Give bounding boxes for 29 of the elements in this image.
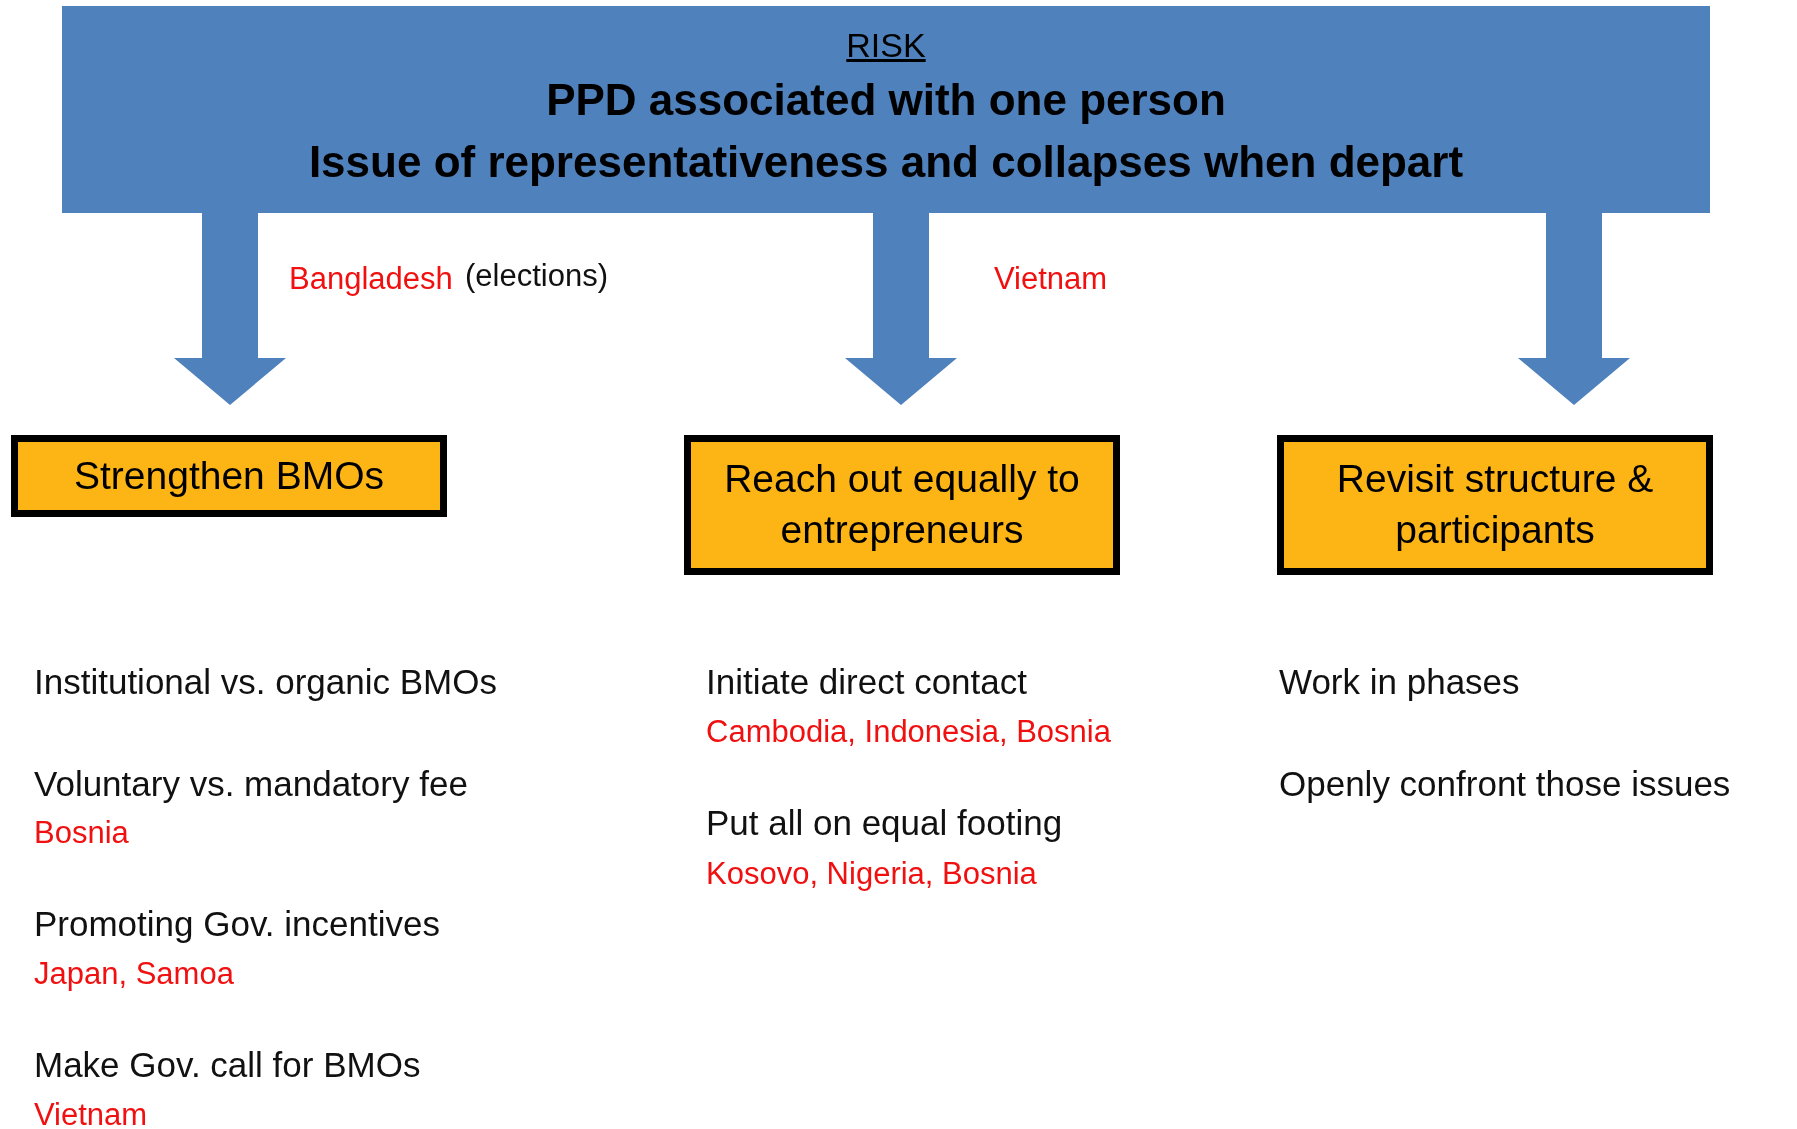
block-arrow <box>174 213 286 405</box>
block-arrow <box>1518 213 1630 405</box>
country-example: Japan, Samoa <box>34 956 234 992</box>
country-example: Bangladesh <box>289 261 453 297</box>
strategy-label: Reach out equally to entrepreneurs <box>723 456 1081 553</box>
action-item: Initiate direct contact <box>706 662 1027 702</box>
strategy-label: Strengthen BMOs <box>74 452 384 499</box>
note-text: (elections) <box>465 258 608 294</box>
country-example: Vietnam <box>34 1097 148 1129</box>
risk-statement: PPD associated with one person <box>546 74 1226 127</box>
action-item: Voluntary vs. mandatory fee <box>34 764 468 804</box>
country-example: Bosnia <box>34 815 129 851</box>
strategy-box <box>1277 435 1713 575</box>
action-item: Work in phases <box>1279 662 1520 702</box>
risk-statement: Issue of representativeness and collapses when depart <box>308 136 1464 188</box>
action-item: Institutional vs. organic BMOs <box>34 662 497 702</box>
country-example: Vietnam <box>994 261 1108 297</box>
action-item: Put all on equal footing <box>706 803 1063 843</box>
action-item: Openly confront those issues <box>1279 764 1731 804</box>
strategy-label: Revisit structure & participants <box>1335 456 1655 553</box>
block-arrow <box>845 213 957 405</box>
action-item: Promoting Gov. incentives <box>34 904 440 944</box>
action-item: Make Gov. call for BMOs <box>34 1045 421 1085</box>
country-example: Kosovo, Nigeria, Bosnia <box>706 856 1037 892</box>
risk-banner <box>62 6 1710 213</box>
strategy-box <box>11 435 447 517</box>
strategy-box <box>684 435 1120 575</box>
country-example: Cambodia, Indonesia, Bosnia <box>706 714 1111 750</box>
risk-heading: RISK <box>846 26 926 66</box>
